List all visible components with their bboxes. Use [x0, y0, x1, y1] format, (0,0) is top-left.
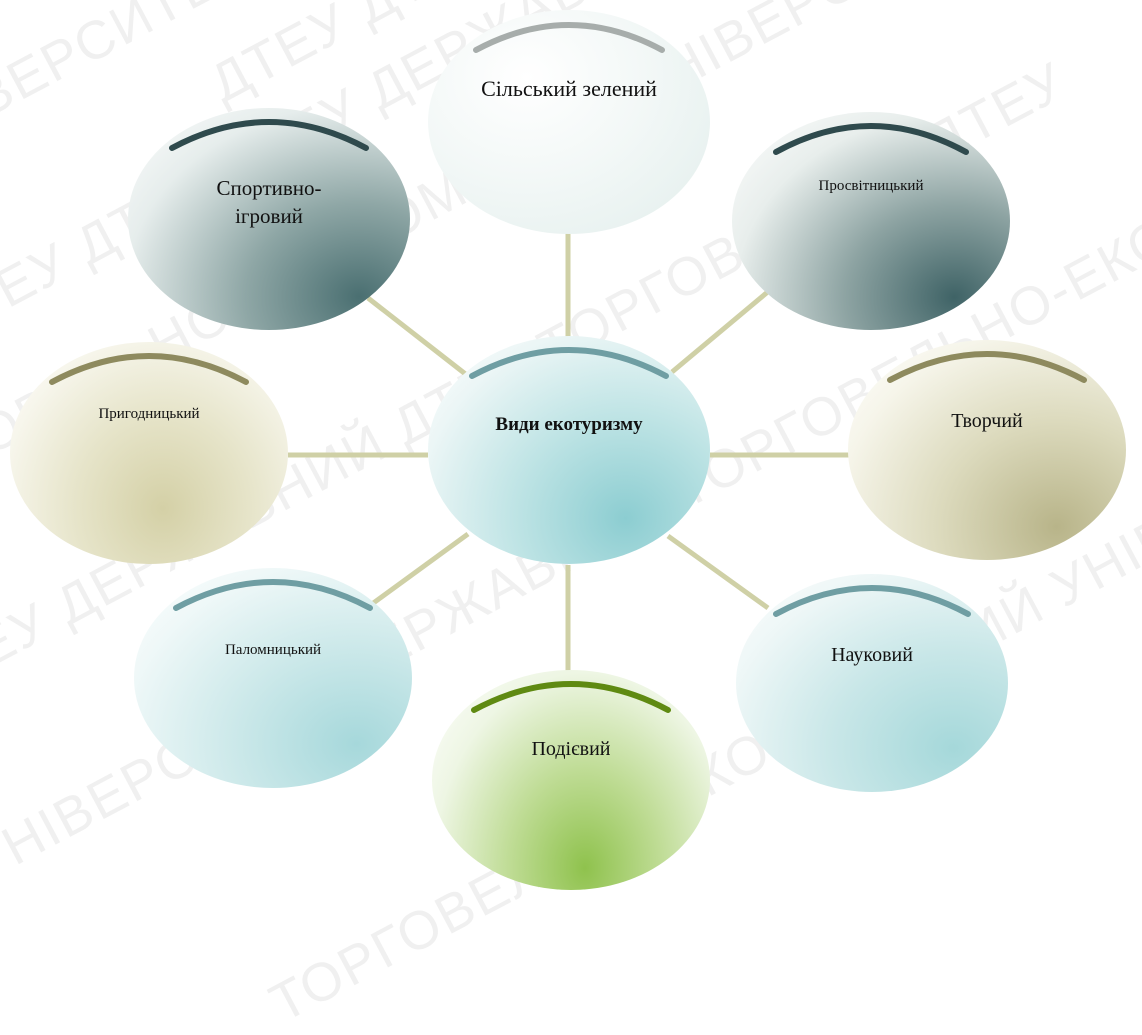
node-prosvitnytskyi: Просвітницький — [732, 112, 1010, 330]
node-sportyvno-ihrovyi: Спортивно-ігровий — [128, 108, 410, 330]
node-rim-arc — [173, 579, 373, 611]
node-label: Подієвий — [531, 738, 611, 760]
connector-bottom-left — [370, 531, 470, 607]
node-label: Спортивно-ігровий — [216, 176, 322, 229]
node-naukovyi: Науковий — [736, 574, 1008, 792]
connector-top-left — [366, 296, 470, 378]
node-silskyi-zelenyi: Сільський зелений — [428, 10, 710, 234]
node-rim-arc — [773, 585, 971, 617]
center-label: Види екотуризму — [495, 414, 643, 435]
node-label: Сільський зелений — [481, 76, 657, 101]
node-rim-arc — [471, 681, 671, 713]
node-rim-arc — [773, 123, 969, 155]
node-podiievyi: Подієвий — [432, 670, 710, 890]
node-rim-arc — [169, 119, 369, 151]
node-pryhodnytskyi: Пригодницький — [10, 342, 288, 564]
node-palomnytskyi: Паломницький — [134, 568, 412, 788]
center-node: Види екотуризму — [428, 336, 710, 564]
node-rim-arc — [469, 347, 669, 379]
connector-top-right — [670, 288, 772, 374]
node-label: Науковий — [831, 644, 913, 666]
node-tvorchyi: Творчий — [848, 340, 1126, 560]
node-label: Просвітницький — [818, 178, 924, 194]
node-rim-arc — [887, 351, 1087, 383]
node-label: Пригодницький — [98, 406, 200, 422]
connector-bottom-right — [666, 533, 770, 611]
node-label: Творчий — [951, 410, 1023, 432]
node-label: Паломницький — [224, 642, 322, 658]
connector-lines — [288, 232, 850, 678]
node-rim-arc — [49, 353, 249, 385]
node-rim-arc — [473, 22, 665, 53]
